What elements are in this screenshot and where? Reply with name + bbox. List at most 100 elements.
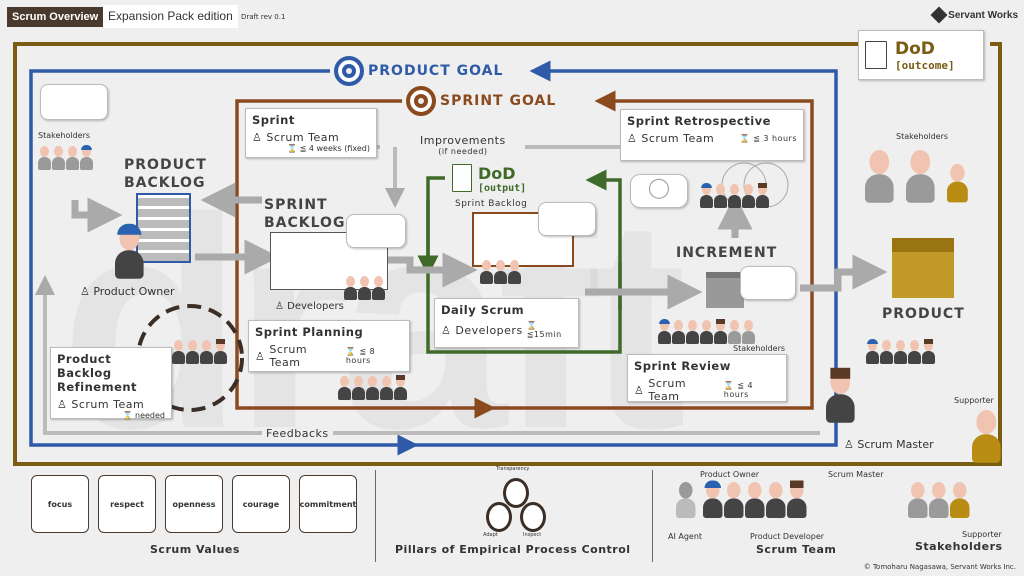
- person-icon: [686, 320, 699, 344]
- scrum-master-figure: [826, 367, 855, 423]
- product-backlog-list-icon: [136, 193, 191, 263]
- legend-scrum-master: Scrum Master: [828, 470, 884, 479]
- copyright: © Tomoharu Nagasawa, Servant Works Inc.: [863, 563, 1016, 571]
- person-icon: [344, 276, 357, 300]
- person-icon: [728, 320, 741, 344]
- person-icon: [200, 340, 213, 364]
- product-goal-label: PRODUCT GOAL: [368, 63, 504, 79]
- dod-outcome-title: DoD: [895, 38, 935, 59]
- legend-product-owner: Product Owner: [700, 470, 760, 479]
- stakeholders-legend-title: Stakeholders: [915, 540, 1003, 553]
- person-icon: [338, 376, 351, 400]
- target-icon: [406, 86, 436, 116]
- scrum-master-label: ♙ Scrum Master: [844, 438, 934, 451]
- person-icon: [894, 340, 907, 364]
- person-icon: [742, 184, 755, 208]
- sprint-review-card: Sprint Review ♙ Scrum Team⌛ ≦ 4 hours: [627, 354, 787, 403]
- person-icon: [700, 320, 713, 344]
- sprint-goal: SPRINT GOAL: [402, 86, 561, 116]
- person-icon: [358, 276, 371, 300]
- person-icon: [866, 339, 879, 364]
- value-openness: openness: [165, 475, 223, 533]
- value-commitment: commitment: [299, 475, 357, 533]
- person-icon: [745, 482, 765, 518]
- person-icon: [480, 260, 493, 284]
- person-icon: [908, 340, 921, 364]
- target-icon: [334, 56, 364, 86]
- sprint-goal-label: SPRINT GOAL: [440, 93, 557, 109]
- clipboard-icon: [452, 164, 472, 192]
- person-icon: [880, 340, 893, 364]
- developers-label: ♙ Developers: [275, 301, 344, 312]
- person-icon: [947, 164, 968, 203]
- title-tab: Scrum Overview: [7, 7, 104, 27]
- product-title: PRODUCT: [882, 306, 965, 322]
- daily-scrum-card: Daily Scrum ♙ Developers⌛≦15min: [434, 298, 579, 348]
- sprint-backlog-caption: Sprint Backlog: [455, 199, 528, 209]
- person-icon: [922, 339, 935, 364]
- stakeholders-right-label: Stakeholders: [896, 132, 949, 141]
- stakeholders-left-group: [38, 145, 94, 174]
- person-icon: [372, 276, 385, 300]
- person-icon: [676, 482, 696, 518]
- outer-loop: [13, 42, 1002, 466]
- person-icon: [700, 183, 713, 208]
- person-icon: [865, 150, 894, 203]
- person-icon: [380, 376, 393, 400]
- person-icon: [714, 319, 727, 344]
- person-icon: [950, 482, 970, 518]
- dod-bubble: [538, 202, 596, 236]
- person-icon: [214, 339, 227, 364]
- product-gift-icon: [892, 238, 954, 298]
- increment-gift-icon: [706, 272, 744, 308]
- sprint-backlog-bubble: [346, 214, 406, 248]
- increment-bubble: [740, 266, 796, 300]
- scrum-values-title: Scrum Values: [150, 543, 240, 556]
- legend-product-developer: Product Developer: [750, 532, 825, 541]
- dod-outcome-sub: [outcome]: [895, 58, 955, 72]
- legend-supporter: Supporter: [962, 530, 1002, 539]
- value-focus: focus: [31, 475, 89, 533]
- person-icon: [714, 184, 727, 208]
- value-respect: respect: [98, 475, 156, 533]
- person-icon: [508, 260, 521, 284]
- person-icon: [906, 150, 935, 203]
- person-icon: [929, 482, 949, 518]
- product-owner-label: ♙ Product Owner: [80, 285, 175, 298]
- stakeholders-legend: [908, 482, 971, 524]
- logo-text: Servant Works: [948, 9, 1018, 21]
- dod-output: DoD[output]: [452, 164, 526, 194]
- person-icon: [766, 482, 786, 518]
- scrum-team-title: Scrum Team: [756, 543, 837, 556]
- loop-bubble: ◯: [630, 174, 688, 208]
- pillars-icon: Transparency Adapt Inspect: [478, 466, 558, 538]
- product-owner-figure: [115, 223, 144, 279]
- sprint-planning-card: Sprint Planning ♙ Scrum Team⌛ ≦ 8 hours: [248, 320, 410, 372]
- feedbacks-label: Feedbacks: [262, 427, 333, 440]
- person-icon: [494, 260, 507, 284]
- sprint-card: Sprint ♙ Scrum Team ⌛ ≦ 4 weeks (fixed): [245, 108, 377, 158]
- stakeholder-speech-bubble: [40, 84, 108, 120]
- improvements-label: Improvements(if needed): [420, 134, 506, 156]
- person-icon: [172, 340, 185, 364]
- value-courage: courage: [232, 475, 290, 533]
- sprint-retrospective-card: Sprint Retrospective ♙ Scrum Team⌛ ≦ 3 h…: [620, 109, 804, 161]
- legend-ai-agent: AI Agent: [668, 532, 703, 541]
- person-icon: [787, 480, 807, 518]
- clipboard-icon: [865, 41, 887, 69]
- person-icon: [908, 482, 928, 518]
- increment-title: INCREMENT: [676, 245, 778, 261]
- supporter-label: Supporter: [954, 396, 994, 405]
- person-icon: [756, 183, 769, 208]
- person-icon: [394, 375, 407, 400]
- product-goal: PRODUCT GOAL: [330, 56, 508, 86]
- timebox: ⌛ needed: [122, 411, 165, 420]
- person-icon: [186, 340, 199, 364]
- person-icon: [703, 480, 723, 518]
- edition-tab: Expansion Pack edition: [103, 5, 238, 28]
- person-icon: [724, 482, 744, 518]
- person-icon: [742, 320, 755, 344]
